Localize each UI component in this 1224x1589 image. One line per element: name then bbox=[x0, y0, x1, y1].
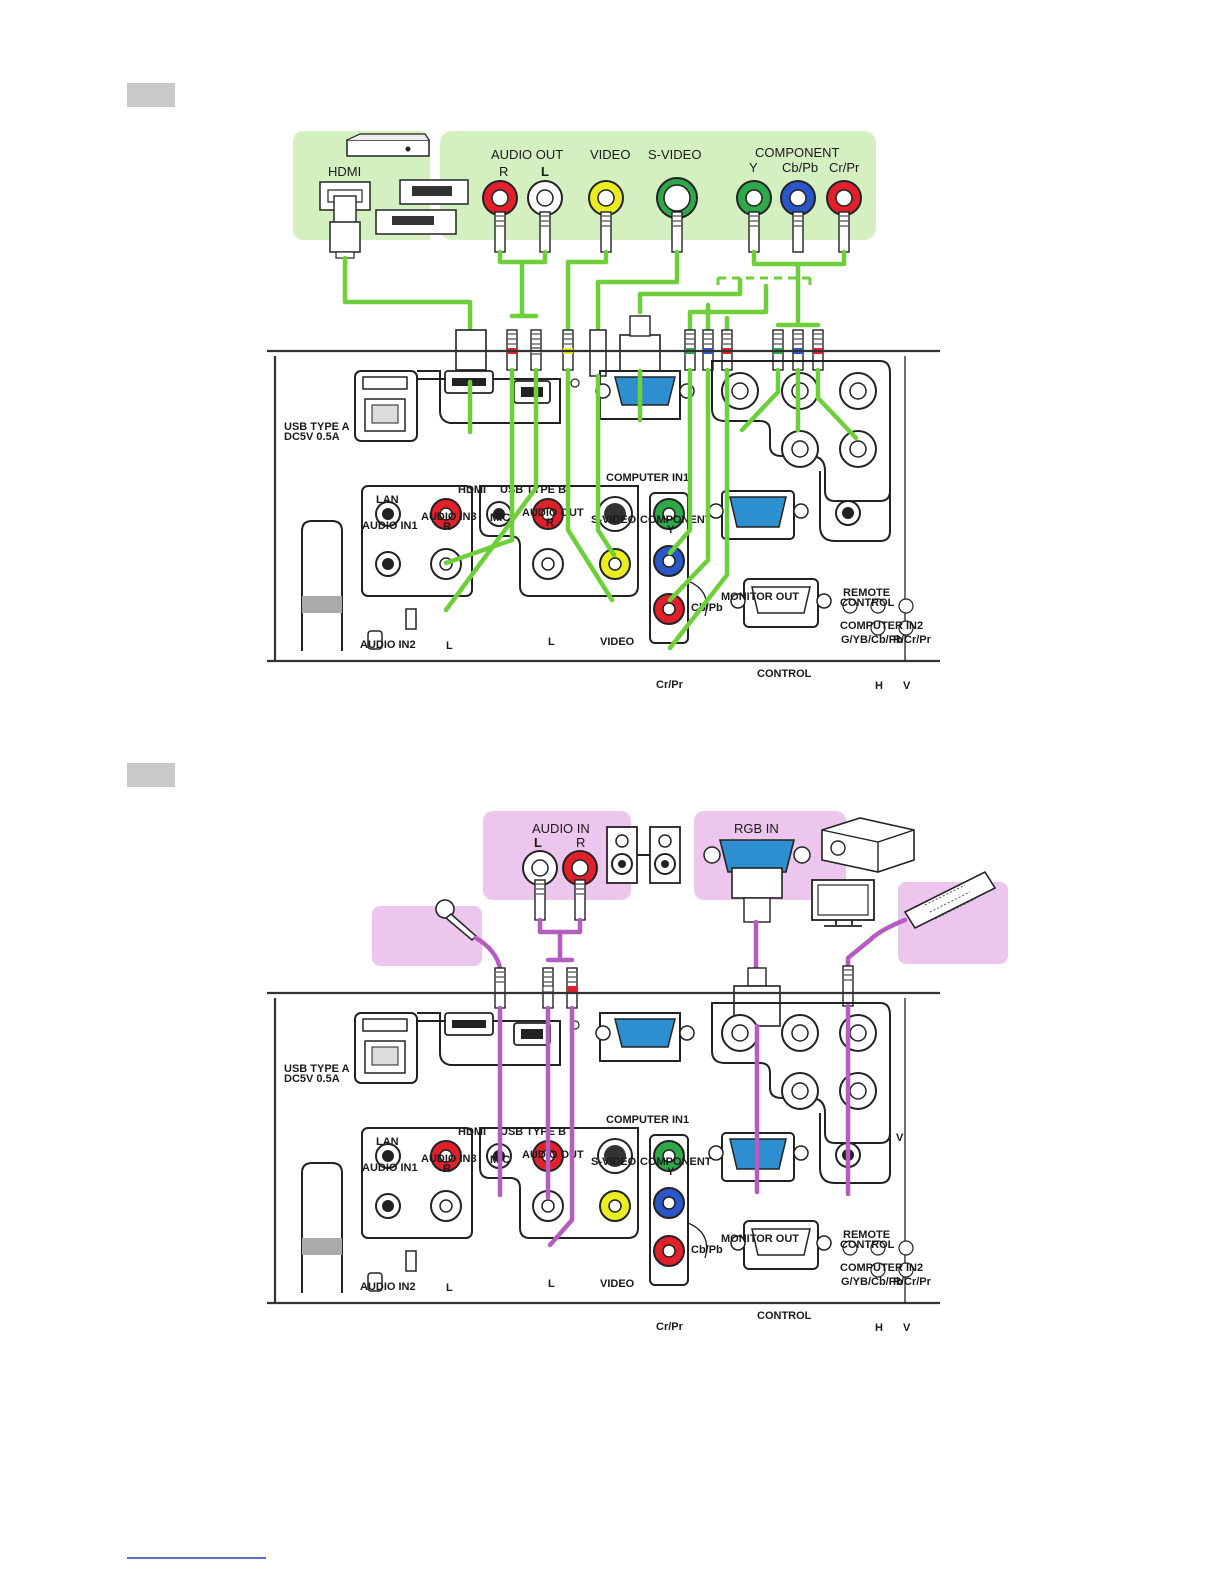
remote-label-2: REMOTE bbox=[843, 1229, 890, 1241]
hdmi-port-label: HDMI bbox=[458, 484, 486, 496]
audio-in-r-label: R bbox=[576, 835, 585, 850]
external-plugs-1 bbox=[494, 211, 850, 253]
computer-in2-label-2: COMPUTER IN2 bbox=[840, 1262, 923, 1274]
rgb-in-label: RGB IN bbox=[734, 821, 779, 836]
remote-label: REMOTE bbox=[843, 587, 890, 599]
component-port-y-label: Y bbox=[667, 524, 675, 536]
usb-a-label-2: USB TYPE A bbox=[284, 1063, 350, 1075]
svideo-port-label: S-VIDEO bbox=[591, 514, 637, 526]
purple-cables bbox=[473, 917, 908, 971]
microphone-icon bbox=[435, 899, 478, 942]
ci2-v-label: V bbox=[903, 680, 911, 692]
control-label-2: CONTROL bbox=[757, 1310, 812, 1322]
audio-in2-label: AUDIO IN2 bbox=[360, 639, 416, 651]
rear-panel-2 bbox=[265, 991, 942, 1305]
video-port-label: VIDEO bbox=[600, 636, 635, 648]
ci2-r-label: R/Cr/Pr bbox=[893, 634, 932, 646]
audio-in3-r-label-2: R bbox=[443, 1163, 451, 1175]
ci2-g-label-2: G/Y bbox=[841, 1276, 861, 1288]
monitor-icon bbox=[811, 879, 875, 927]
audio-out-l-port-label: L bbox=[548, 636, 555, 648]
ci2-h-label-2: H bbox=[875, 1322, 883, 1334]
section1-marker bbox=[127, 83, 175, 107]
usb-a-rating: DC5V 0.5A bbox=[284, 431, 340, 443]
cb-pb-port-label-2: Cb/Pb bbox=[691, 1244, 723, 1256]
video-port-label-2: VIDEO bbox=[600, 1278, 635, 1290]
component-y-label: Y bbox=[749, 160, 758, 175]
rear-panel-1 bbox=[265, 349, 942, 663]
green-cables bbox=[342, 249, 847, 333]
panel1-labels: USB TYPE A DC5V 0.5A LAN HDMI USB TYPE B… bbox=[284, 421, 932, 692]
purple-cables-panel bbox=[497, 1003, 851, 1248]
hdmi-port-icon bbox=[319, 181, 371, 259]
monitor-out-label: MONITOR OUT bbox=[721, 591, 799, 603]
video-label: VIDEO bbox=[590, 147, 630, 162]
remote-control-label-2: CONTROL bbox=[840, 1239, 895, 1251]
remote-control-label: CONTROL bbox=[840, 597, 895, 609]
remote-control-icon bbox=[903, 870, 997, 930]
vcr-icon-2 bbox=[375, 209, 457, 235]
audio-in3-label: AUDIO IN3 bbox=[421, 511, 477, 523]
v-mark-label: V bbox=[896, 1132, 904, 1144]
component-port-y-label-2: Y bbox=[667, 1166, 675, 1178]
section2-marker bbox=[127, 763, 175, 787]
purple-zone-mic bbox=[372, 906, 482, 966]
audio-in1-label-2: AUDIO IN1 bbox=[362, 1162, 418, 1174]
hdmi-label: HDMI bbox=[328, 164, 361, 179]
component-port-label-2: COMPONENT bbox=[640, 1156, 712, 1168]
component-cb-label: Cb/Pb bbox=[782, 160, 818, 175]
vga-input-icon bbox=[703, 839, 811, 923]
audio-in3-l-label-2: L bbox=[446, 1282, 453, 1294]
ci2-h-label: H bbox=[875, 680, 883, 692]
audio-out-r-label: R bbox=[499, 164, 508, 179]
audio-out-l-port-label-2: L bbox=[548, 1278, 555, 1290]
ci2-r-label-2: R/Cr/Pr bbox=[893, 1276, 932, 1288]
audio-out-port-r-label: R bbox=[546, 517, 554, 529]
svideo-label: S-VIDEO bbox=[648, 147, 701, 162]
svideo-port-label-2: S-VIDEO bbox=[591, 1156, 637, 1168]
audio-in3-r-label: R bbox=[443, 521, 451, 533]
hdmi-port-label-2: HDMI bbox=[458, 1126, 486, 1138]
ci2-b-label-2: B/Cb/Pb bbox=[860, 1276, 903, 1288]
ci2-b-label: B/Cb/Pb bbox=[860, 634, 903, 646]
usb-a-label: USB TYPE A bbox=[284, 421, 350, 433]
audio-in2-label-2: AUDIO IN2 bbox=[360, 1281, 416, 1293]
external-jacks-2 bbox=[522, 850, 598, 921]
speaker-icon bbox=[606, 826, 681, 884]
ci2-v-label-2: V bbox=[903, 1322, 911, 1334]
audio-out-label: AUDIO OUT bbox=[491, 147, 563, 162]
ci2-g-label: G/Y bbox=[841, 634, 861, 646]
lan-label-2: LAN bbox=[376, 1136, 399, 1148]
audio-out-l-label: L bbox=[541, 164, 549, 179]
audio-in3-l-label: L bbox=[446, 640, 453, 652]
component-cr-label: Cr/Pr bbox=[829, 160, 860, 175]
audio-out-port-label-2: AUDIO OUT bbox=[522, 1149, 584, 1161]
projector-icon bbox=[821, 817, 915, 873]
audio-in1-label: AUDIO IN1 bbox=[362, 520, 418, 532]
audio-in-l-label: L bbox=[534, 835, 542, 850]
monitor-out-label-2: MONITOR OUT bbox=[721, 1233, 799, 1245]
cr-pr-port-label: Cr/Pr bbox=[656, 679, 684, 691]
computer-in1-label-2: COMPUTER IN1 bbox=[606, 1114, 689, 1126]
component-label: COMPONENT bbox=[755, 145, 840, 160]
usb-b-label-2: USB TYPE B bbox=[500, 1126, 566, 1138]
dvd-player-icon bbox=[346, 133, 430, 157]
green-cables-panel bbox=[443, 367, 859, 651]
audio-in3-label-2: AUDIO IN3 bbox=[421, 1153, 477, 1165]
computer-in1-label: COMPUTER IN1 bbox=[606, 472, 689, 484]
control-label: CONTROL bbox=[757, 668, 812, 680]
external-jacks-1 bbox=[482, 177, 862, 219]
usb-a-rating-2: DC5V 0.5A bbox=[284, 1073, 340, 1085]
component-port-label: COMPONENT bbox=[640, 514, 712, 526]
vcr-icon bbox=[399, 179, 469, 205]
lan-label: LAN bbox=[376, 494, 399, 506]
mic-label: MIC bbox=[490, 512, 510, 524]
computer-in2-label: COMPUTER IN2 bbox=[840, 620, 923, 632]
audio-in-label: AUDIO IN bbox=[532, 821, 590, 836]
cr-pr-port-label-2: Cr/Pr bbox=[656, 1321, 684, 1333]
